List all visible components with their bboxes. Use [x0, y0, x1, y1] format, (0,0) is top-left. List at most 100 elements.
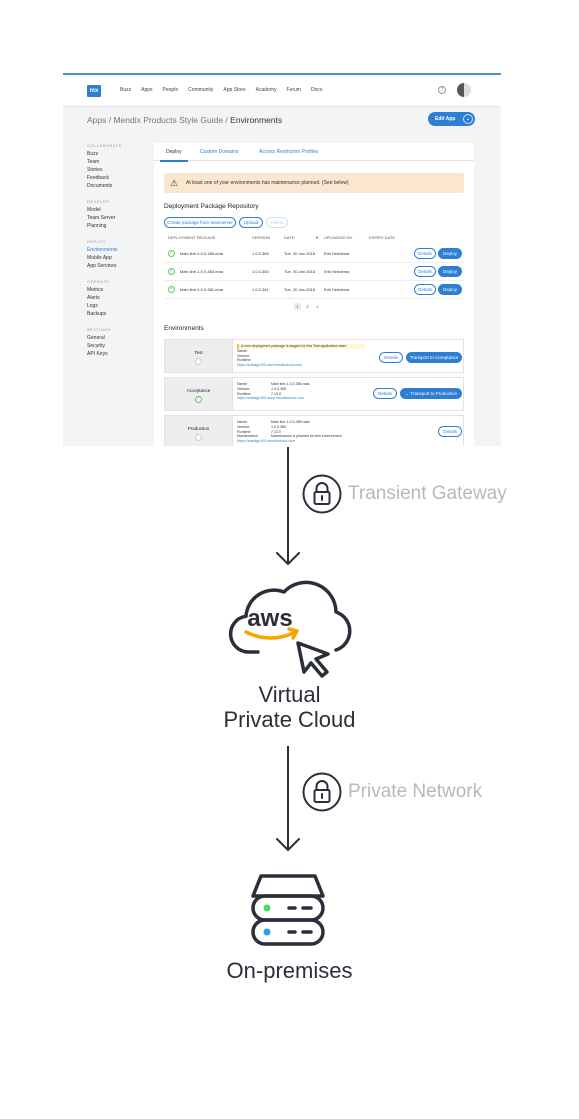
- edit-app-label: Edit App: [435, 116, 456, 122]
- env-url-link[interactable]: https://sdesign100.mendixcloud.com: [237, 439, 296, 444]
- sidebar-item-team[interactable]: Team: [87, 159, 100, 165]
- mendix-portal-screenshot: mx Buzz Apps People Community App Store …: [63, 73, 501, 446]
- details-button[interactable]: Details: [373, 388, 397, 399]
- col-uploaded-by[interactable]: UPLOADED BY: [324, 235, 353, 240]
- deploy-button[interactable]: Deploy: [438, 284, 462, 295]
- info-key: Version:: [237, 353, 250, 358]
- sidebar-heading-develop: DEVELOP: [87, 199, 110, 204]
- nav-academy[interactable]: Academy: [255, 87, 277, 93]
- details-button[interactable]: Details: [379, 352, 403, 363]
- chevron-down-icon[interactable]: ⌄: [463, 114, 473, 124]
- delete-button[interactable]: Delete: [266, 217, 288, 228]
- sidebar-item-api-keys[interactable]: API Keys: [87, 351, 108, 357]
- staged-note: A new deployment package is staged for t…: [237, 344, 365, 349]
- sidebar-item-general[interactable]: General: [87, 335, 105, 341]
- sidebar-item-app-services[interactable]: App Services: [87, 263, 117, 269]
- sidebar-item-model[interactable]: Model: [87, 207, 101, 213]
- transient-gateway-label: Transient Gateway: [348, 483, 507, 504]
- details-button[interactable]: Details: [414, 266, 436, 277]
- env-name: Production: [187, 426, 210, 431]
- info-value: 1.0.0.385: [271, 424, 286, 429]
- col-version[interactable]: VERSION: [252, 235, 271, 240]
- sidebar-item-alerts[interactable]: Alerts: [87, 295, 100, 301]
- sidebar-item-buzz[interactable]: Buzz: [87, 151, 99, 157]
- status-dot: [195, 434, 202, 441]
- deploy-button[interactable]: Deploy: [438, 248, 462, 259]
- breadcrumb-path[interactable]: Apps / Mendix Products Style Guide /: [87, 115, 231, 125]
- sidebar-item-stories[interactable]: Stories: [87, 167, 103, 173]
- env-name-cell: Test: [165, 340, 233, 372]
- row-uploaded-by: Erik Heddema: [324, 251, 350, 256]
- top-navbar: mx Buzz Apps People Community App Store …: [63, 75, 501, 107]
- connector-line: [287, 746, 289, 850]
- connector-line: [287, 447, 289, 563]
- tab-custom-domains[interactable]: Custom Domains: [200, 149, 239, 155]
- env-url-link[interactable]: https://sdesign100-test.mendixcloud.com: [237, 363, 303, 368]
- sidebar-item-planning[interactable]: Planning: [87, 223, 107, 229]
- private-network-label: Private Network: [348, 781, 483, 802]
- details-button[interactable]: Details: [438, 426, 462, 437]
- env-url-link[interactable]: https://sdesign100-accp.mendixcloud.com: [237, 396, 304, 401]
- nav-buzz[interactable]: Buzz: [120, 87, 132, 93]
- page-1[interactable]: 1: [294, 303, 301, 310]
- server-icon: [251, 874, 325, 946]
- col-deployment-package[interactable]: DEPLOYMENT PACKAGE: [168, 235, 216, 240]
- nav-docs[interactable]: Docs: [310, 87, 323, 93]
- sidebar-item-security[interactable]: Security: [87, 343, 106, 349]
- breadcrumb-current: Environments: [230, 115, 283, 125]
- sidebar-item-mobile-app[interactable]: Mobile App: [87, 255, 112, 261]
- row-package: Main line-1.0.0.385.mda: [180, 251, 223, 256]
- sidebar-item-environments[interactable]: Environments: [87, 247, 118, 253]
- upload-button[interactable]: Upload: [239, 217, 263, 228]
- arrow-down-icon: [276, 838, 300, 851]
- details-button[interactable]: Details: [414, 248, 436, 259]
- sidebar-item-documents[interactable]: Documents: [87, 183, 113, 189]
- check-icon: ✓: [168, 286, 175, 293]
- row-uploaded-by: Erik Heddema: [324, 287, 350, 292]
- nav-community[interactable]: Community: [188, 87, 214, 93]
- sort-down-icon[interactable]: ▼: [315, 235, 319, 240]
- info-value: Main line-1.0.0.385.mda: [271, 420, 310, 424]
- page-next[interactable]: »: [316, 304, 319, 309]
- check-icon: ✓: [195, 396, 202, 403]
- details-button[interactable]: Details: [414, 284, 436, 295]
- deploy-button[interactable]: Deploy: [438, 266, 462, 277]
- main-panel: Deploy Custom Domains Access Restriction…: [154, 143, 474, 446]
- tab-access-restriction-profiles[interactable]: Access Restriction Profiles: [259, 149, 319, 155]
- sidebar-item-logs[interactable]: Logs: [87, 303, 98, 309]
- env-name-cell: Acceptance ✓: [165, 378, 233, 410]
- row-version: 1.0.0.381: [252, 287, 269, 292]
- sidebar-item-metrics[interactable]: Metrics: [87, 287, 104, 293]
- transport-to-production-button[interactable]: → Transport to Production: [400, 388, 462, 399]
- edit-app-button[interactable]: Edit App ⌄: [428, 112, 475, 126]
- sidebar-item-backups[interactable]: Backups: [87, 311, 107, 317]
- transport-to-acceptance-button[interactable]: Transport to Acceptance: [406, 352, 462, 363]
- info-key: Runtime:: [237, 358, 252, 363]
- nav-apps[interactable]: Apps: [141, 87, 153, 93]
- barrier-icon: ⚠: [170, 178, 179, 188]
- col-expiry-date[interactable]: EXPIRY DATE: [369, 235, 396, 240]
- sidebar-item-feedback[interactable]: Feedback: [87, 175, 109, 181]
- col-date[interactable]: DATE: [284, 235, 295, 240]
- warning-text: At least one of your environments has ma…: [186, 180, 349, 186]
- info-key: Name:: [237, 382, 248, 386]
- lock-icon: [302, 772, 342, 812]
- repo-title: Deployment Package Repository: [164, 203, 259, 210]
- nav-forum[interactable]: Forum: [286, 87, 301, 93]
- tab-bar: Deploy Custom Domains Access Restriction…: [154, 143, 474, 162]
- row-date: Tue, 30 Jan 2018: [284, 251, 315, 256]
- mendix-logo[interactable]: mx: [87, 85, 101, 97]
- sidebar-item-team-server[interactable]: Team Server: [87, 215, 116, 221]
- nav-app-store[interactable]: App Store: [223, 87, 246, 93]
- maintenance-warning: ⚠ At least one of your environments has …: [164, 173, 464, 193]
- avatar[interactable]: [457, 83, 471, 97]
- pagination: 1 2 »: [294, 303, 321, 310]
- nav-people[interactable]: People: [162, 87, 179, 93]
- environments-title: Environments: [164, 325, 204, 332]
- tab-deploy[interactable]: Deploy: [160, 149, 188, 162]
- info-value: Main line-1.0.0.385.mda: [271, 382, 310, 386]
- create-package-button[interactable]: Create package from teamserver: [164, 217, 236, 228]
- help-icon[interactable]: ?: [438, 86, 446, 94]
- page-2[interactable]: 2: [306, 304, 309, 309]
- row-package: Main line-1.0.0.381.mda: [180, 287, 223, 292]
